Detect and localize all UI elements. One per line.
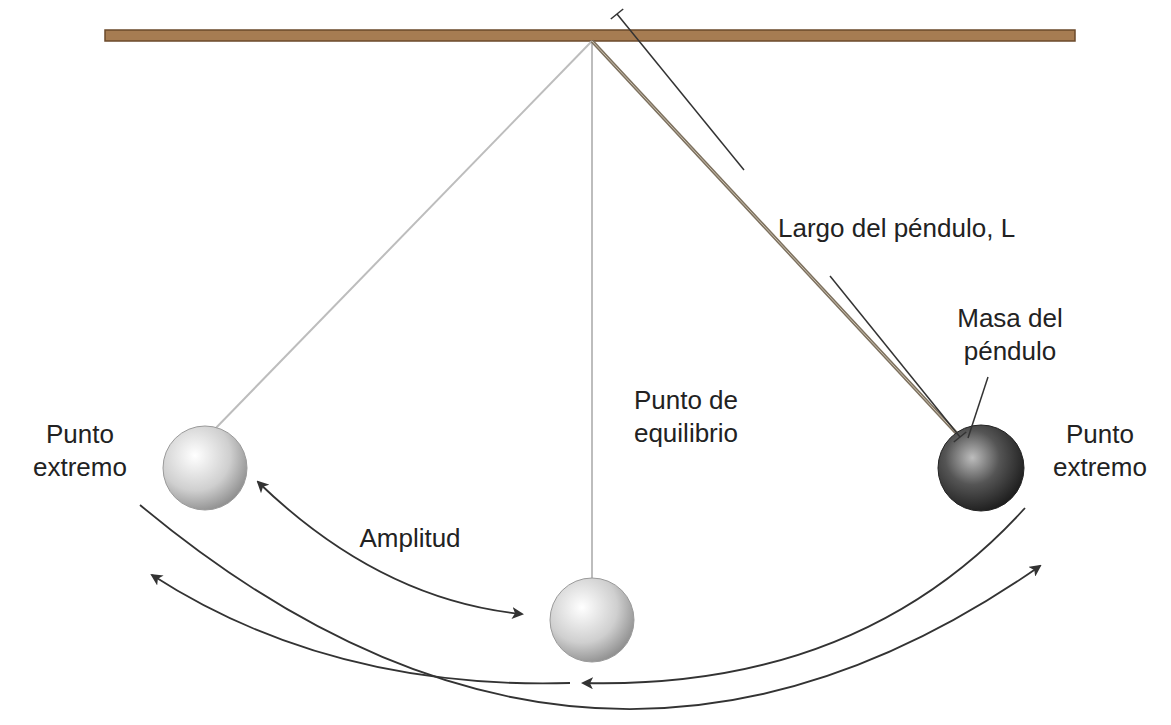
string-left — [212, 41, 592, 432]
swing-arrow — [583, 508, 1025, 683]
label-text: Punto de equilibrio — [606, 384, 766, 450]
label-text: Amplitud — [340, 522, 480, 555]
label-text: Punto extremo — [1040, 418, 1160, 484]
swing-arrow — [140, 505, 1040, 709]
label-text: Masa del péndulo — [945, 302, 1075, 368]
amplitude-arrow — [258, 482, 522, 614]
leader-line — [968, 377, 988, 438]
label-text: Largo del péndulo, L — [778, 212, 1108, 245]
pendulum-ball — [938, 425, 1024, 511]
pendulum-ball — [550, 578, 634, 662]
string-center — [591, 41, 593, 578]
pendulum-ball — [163, 426, 247, 510]
label-text: Punto extremo — [15, 418, 145, 484]
swing-arrow — [152, 575, 570, 683]
support-bar — [105, 30, 1075, 41]
